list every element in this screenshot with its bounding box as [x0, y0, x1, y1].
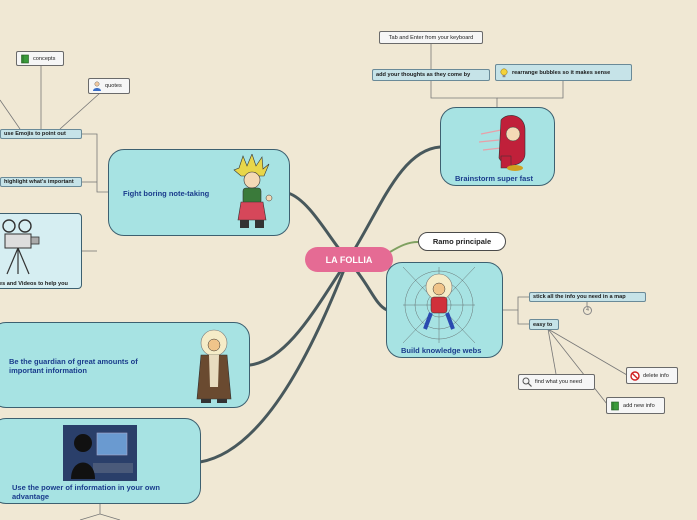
- ramo-principale-topic[interactable]: Ramo principale: [418, 232, 506, 251]
- sub-stick-all-info[interactable]: stick all the info you need in a map: [529, 292, 646, 302]
- topic-guardian[interactable]: Be the guardian of great amounts of impo…: [0, 322, 250, 408]
- cartoon-spider-hero-image: [403, 267, 475, 343]
- sub-label: rearrange bubbles so it makes sense: [512, 69, 611, 76]
- cartoon-robed-character-image: [196, 329, 232, 403]
- topic-title: Fight boring note-taking: [123, 189, 210, 198]
- leaf-label: quotes: [105, 83, 122, 89]
- leaf-label: find what you need: [535, 379, 582, 385]
- lightbulb-icon: [500, 68, 508, 77]
- cartoon-hooded-runner-image: [479, 115, 526, 171]
- book-icon: [611, 401, 619, 410]
- leaf-delete-info[interactable]: delete info: [626, 367, 678, 384]
- sub-label: stick all the info you need in a map: [533, 294, 626, 300]
- magnifier-icon: [522, 377, 532, 387]
- cartoon-computer-user-image: [63, 425, 137, 481]
- leaf-find-what-you-need[interactable]: find what you need: [518, 374, 595, 390]
- link-ramo: [389, 241, 419, 253]
- leaf-tab-enter[interactable]: Tab and Enter from your keyboard: [379, 31, 483, 44]
- sub-rearrange[interactable]: rearrange bubbles so it makes sense: [495, 64, 632, 81]
- no-entry-icon: [630, 370, 640, 381]
- topic-brainstorm[interactable]: Brainstorm super fast: [440, 107, 555, 186]
- topic-title: Use the power of information in your own…: [12, 483, 160, 501]
- link-guardian: [248, 258, 350, 367]
- film-camera-image: [2, 219, 40, 275]
- person-icon: [93, 81, 101, 91]
- sub-label: add your thoughts as they come by: [376, 72, 471, 78]
- leaf-label: add new info: [623, 402, 655, 409]
- topic-fight-boring-note-taking[interactable]: Fight boring note-taking: [108, 149, 290, 236]
- book-icon: [21, 54, 29, 63]
- sub-highlight[interactable]: highlight what's important: [0, 177, 82, 187]
- cartoon-fighter-image: [233, 154, 273, 228]
- topic-title: Brainstorm super fast: [455, 174, 533, 183]
- sub-add-thoughts[interactable]: add your thoughts as they come by: [372, 69, 490, 81]
- topic-images-videos[interactable]: es and Videos to help you: [0, 213, 82, 289]
- topic-title: Be the guardian of great amounts of impo…: [9, 357, 138, 375]
- root-label: LA FOLLIA: [325, 254, 373, 265]
- leaf-label: delete info: [643, 372, 669, 379]
- link-power: [198, 258, 350, 464]
- leaf-add-new-info[interactable]: add new info: [606, 397, 665, 414]
- link-brainstorm: [346, 145, 442, 262]
- sub-label: easy to: [533, 321, 553, 328]
- sub-label: use Emojis to point out: [4, 131, 66, 137]
- leaf-label: Tab and Enter from your keyboard: [388, 34, 474, 41]
- topic-title: es and Videos to help you: [0, 281, 68, 287]
- leaf-concepts[interactable]: concepts: [16, 51, 64, 66]
- count-badge: 4: [583, 306, 592, 315]
- leaf-quotes[interactable]: quotes: [88, 78, 130, 94]
- sub-label: highlight what's important: [4, 179, 74, 185]
- sub-easy-to[interactable]: easy to: [529, 319, 559, 330]
- leaf-label: concepts: [33, 55, 56, 62]
- ramo-principale-label: Ramo principale: [432, 237, 492, 246]
- topic-build-knowledge-webs[interactable]: Build knowledge webs: [386, 262, 503, 358]
- topic-title: Build knowledge webs: [401, 346, 482, 355]
- sub-use-emojis[interactable]: use Emojis to point out: [0, 129, 82, 139]
- topic-power-of-information[interactable]: Use the power of information in your own…: [0, 418, 201, 504]
- root-topic[interactable]: LA FOLLIA: [305, 247, 393, 272]
